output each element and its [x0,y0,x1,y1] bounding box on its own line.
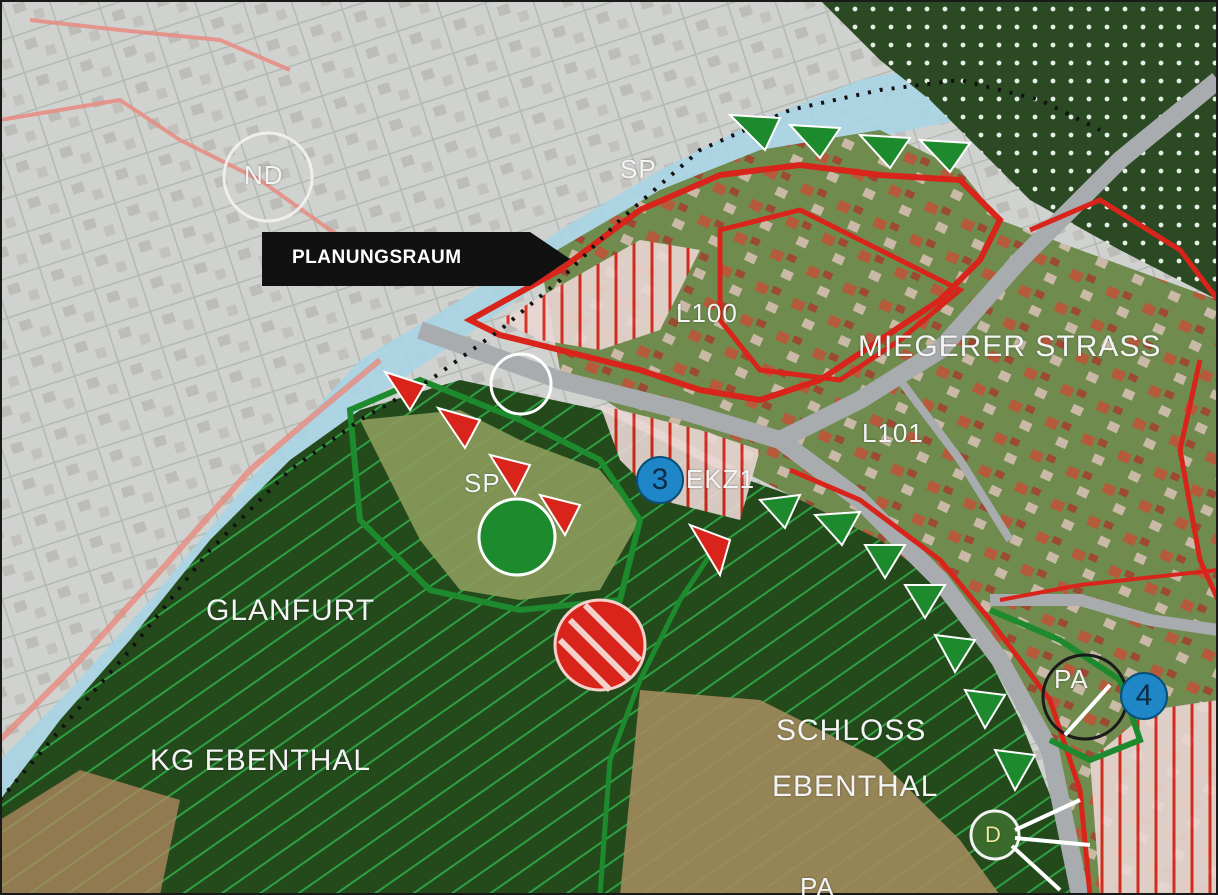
green-boundary-sp [346,376,644,614]
red-triangle-4 [537,493,582,538]
green-triangle-8 [903,584,947,620]
label-d-marker: D [985,822,1002,847]
red-triangle-3 [487,453,532,498]
label-pa-bottom: PA [800,872,835,895]
planungsraum-callout: PLANUNGSRAUM [262,232,570,286]
green-triangle-1 [727,113,782,152]
green-triangle-9 [933,633,977,674]
nd-circle [222,131,314,223]
callout-label: PLANUNGSRAUM [292,247,462,268]
label-schloss: SCHLOSS [776,714,927,747]
boundary-north [463,161,1004,404]
callout-arrow-shape [262,232,570,286]
red-hatched-circle [553,598,647,692]
red-triangle-1 [382,370,427,412]
road-east [990,594,1218,636]
red-triangle-5 [687,523,732,578]
marker-badge-4[interactable]: 4 [1120,672,1168,720]
farmland-sw [0,770,180,895]
green-triangle-6 [812,510,862,547]
label-kg-ebenthal: KG EBENTHAL [150,744,372,777]
boundary-road [789,467,1093,895]
red-triangle-2 [435,406,482,450]
d-marker-circle [969,809,1021,861]
green-triangle-2 [787,123,842,160]
label-nd: ND [244,160,284,190]
forest-ne [820,0,1218,300]
d-marker-rays [1010,798,1091,892]
planning-zone-hatched-2 [600,405,760,520]
green-triangle-11 [993,748,1037,793]
boundary-east-2 [999,568,1218,602]
label-sp-top: SP [620,154,657,184]
pa-slash [1063,683,1112,737]
white-circle-marker [489,352,553,416]
green-line-south [597,538,723,895]
label-pa-right: PA [1054,664,1089,694]
red-circle-hatch [557,602,643,693]
river-band [0,40,1040,830]
label-ekz1: EKZ1 [686,464,756,494]
label-street: MIEGERER STRASS [858,330,1162,363]
label-glanfurt: GLANFURT [206,594,376,627]
label-l100: L100 [676,298,738,328]
road-local [896,377,1014,543]
planning-zone-hatched-1 [500,240,700,350]
sp-green-circle [477,497,557,577]
boundary-river-faded [0,357,382,743]
boundary-block [717,207,965,383]
label-l101: L101 [862,418,924,448]
marker-badge-3[interactable]: 3 [636,456,684,504]
green-triangle-3 [857,133,912,170]
green-triangle-4 [917,138,972,174]
road-miegerer [775,73,1218,449]
green-triangle-10 [963,688,1007,731]
green-triangle-7 [863,544,907,580]
boundary-west-faded [0,18,382,262]
farmland-south [620,690,1000,895]
boundary-east [1029,197,1218,602]
label-sp-field: SP [464,468,501,498]
green-triangle-5 [757,493,802,530]
label-ebenthal: EBENTHAL [772,770,939,803]
